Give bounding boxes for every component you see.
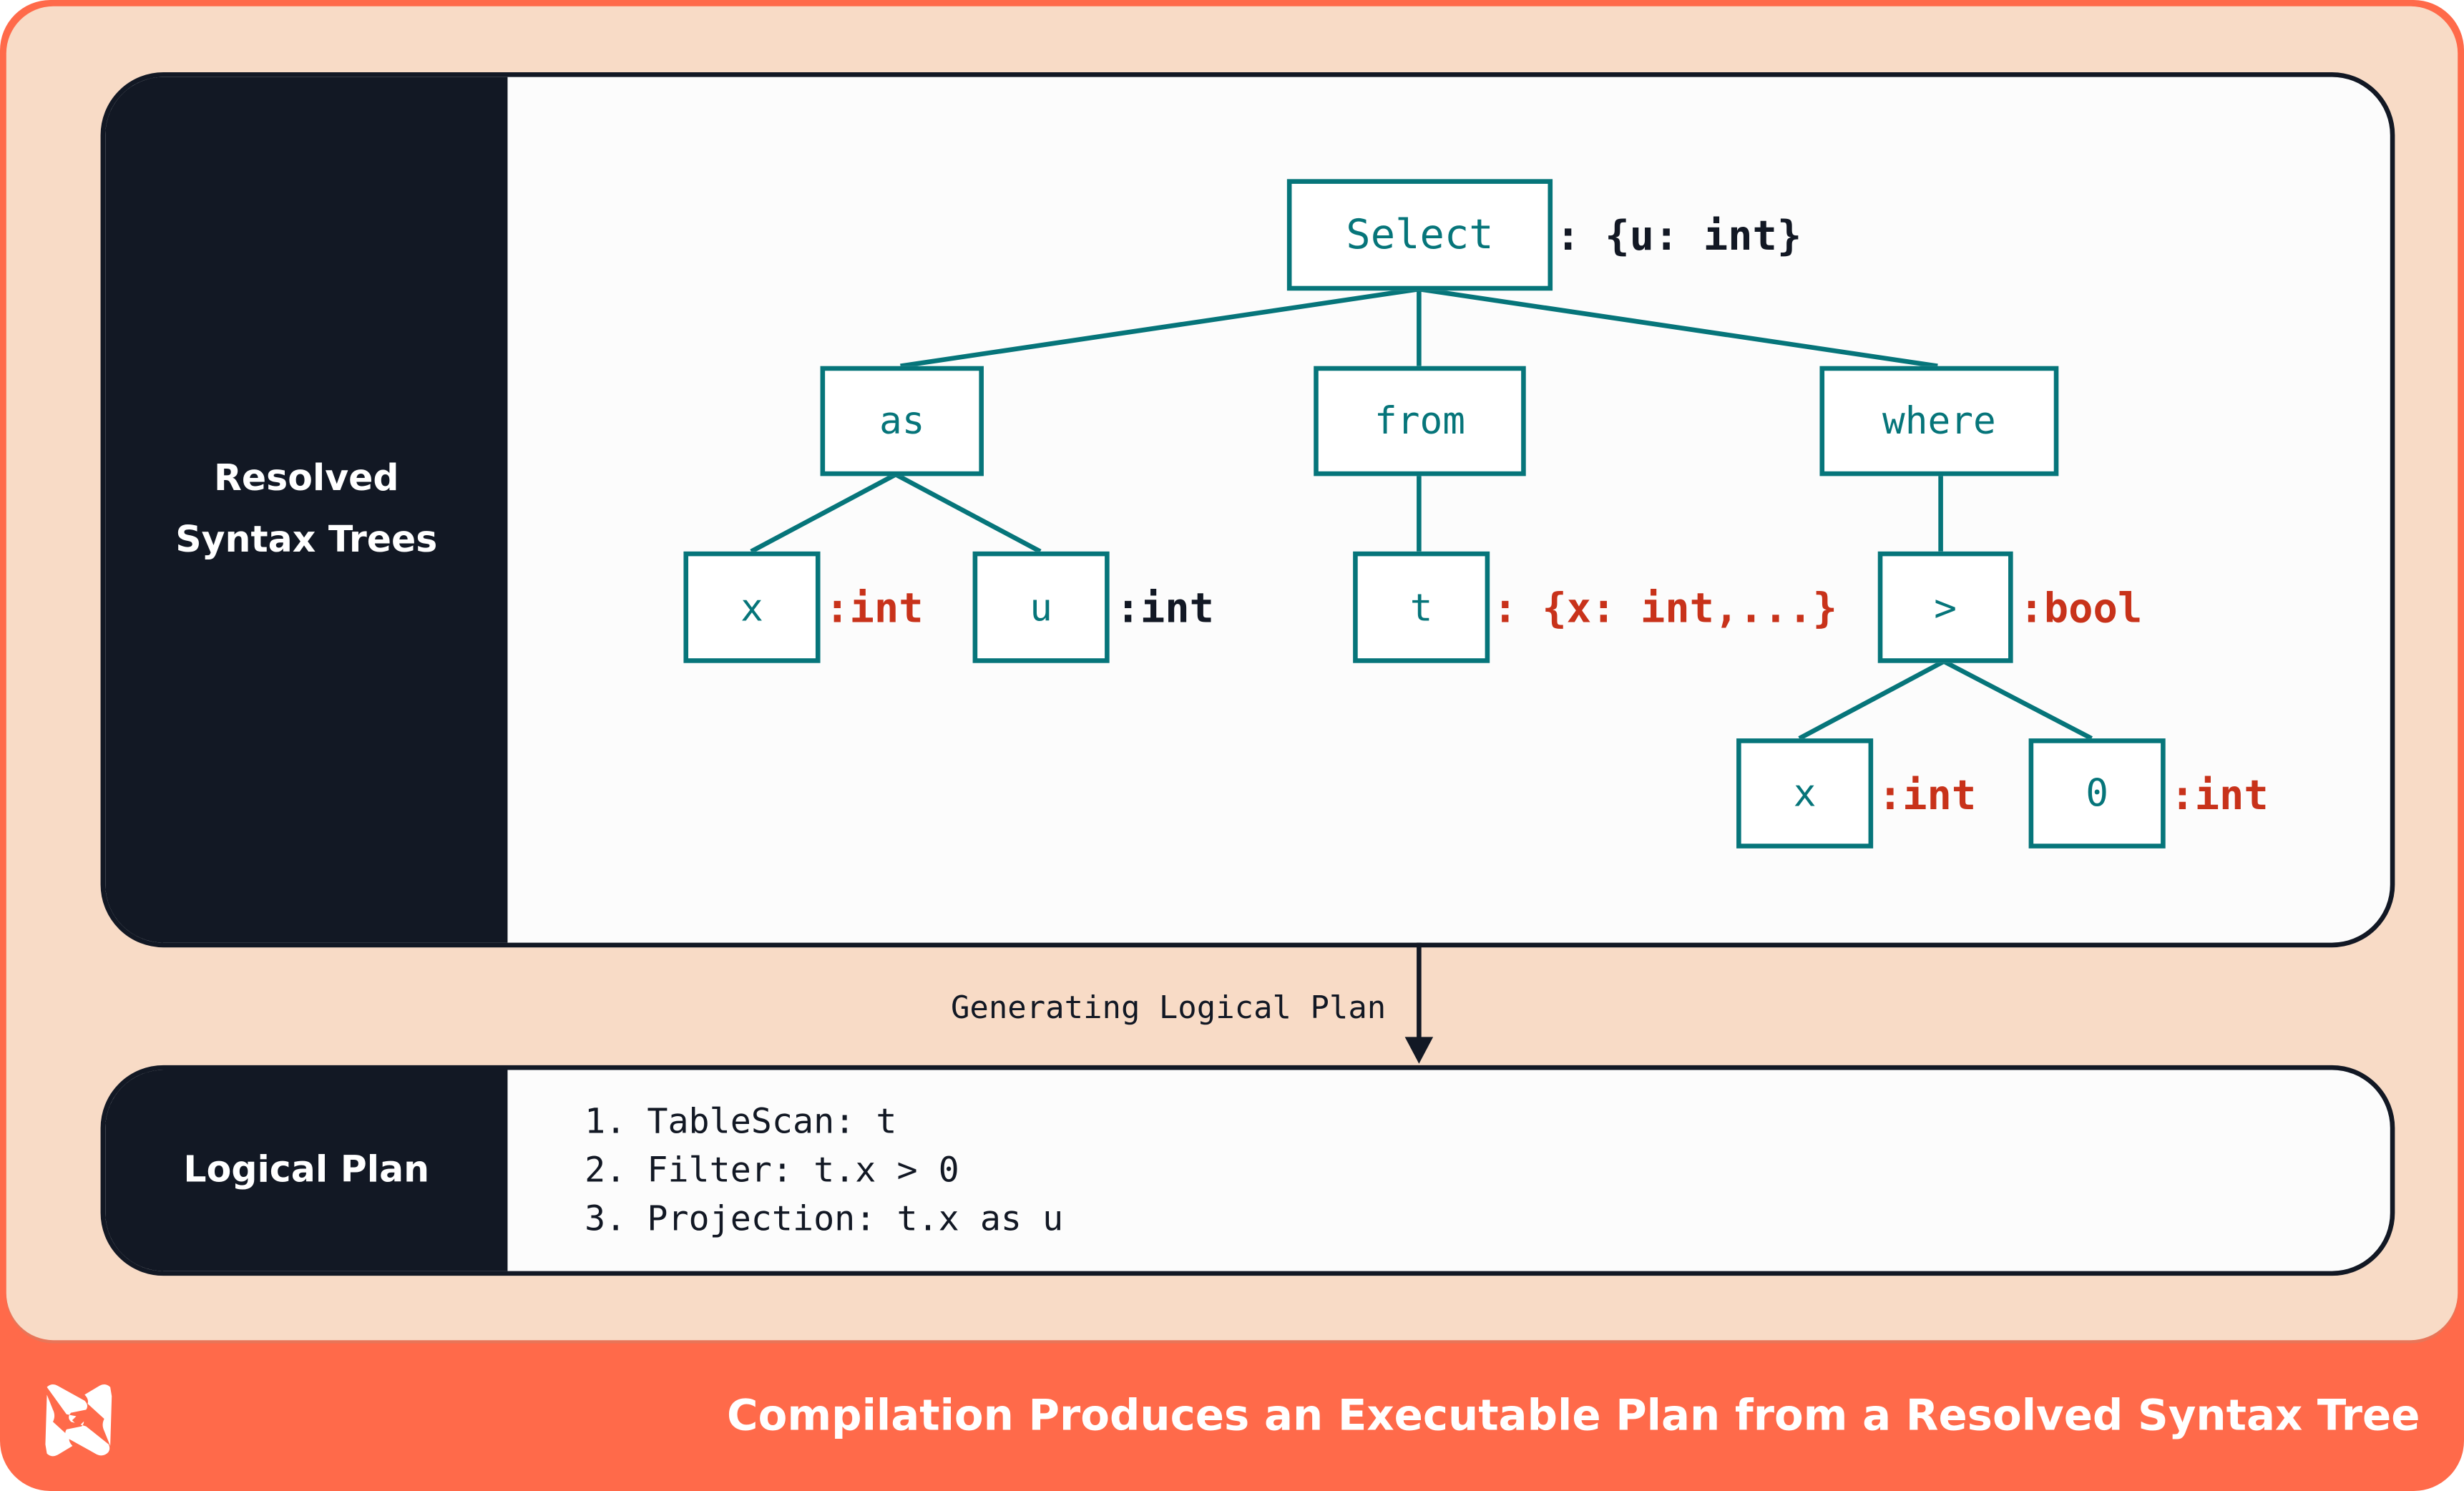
node-label: as: [879, 399, 925, 444]
node-x: x: [683, 551, 821, 663]
plan-step: 2. Filter: t.x > 0: [585, 1151, 959, 1191]
node-u: u: [972, 551, 1110, 663]
panel-label: Logical Plan: [105, 1070, 508, 1271]
node-label: where: [1882, 399, 1996, 444]
node-greater-than: >: [1877, 551, 2013, 663]
plan-step: 3. Projection: t.x as u: [585, 1200, 1064, 1240]
plan-step: 1. TableScan: t: [585, 1103, 897, 1143]
type-select: : {u: int}: [1555, 213, 1802, 261]
logical-plan-panel: Logical Plan: [100, 1065, 2395, 1276]
type-u: :int: [1115, 586, 1215, 633]
edge-gt-zero: [1942, 659, 2093, 741]
node-label: >: [1934, 585, 1957, 630]
node-where: where: [1819, 366, 2059, 476]
type-x: :int: [825, 586, 924, 633]
edge-as-u: [894, 472, 1042, 554]
node-label: Select: [1346, 211, 1494, 259]
node-label: u: [1030, 585, 1052, 630]
node-select: Select: [1286, 179, 1553, 291]
node-label: t: [1409, 585, 1433, 630]
edge-select-as: [900, 286, 1419, 368]
type-t: : {x: int,...}: [1492, 586, 1837, 633]
edge-gt-x: [1798, 659, 1945, 741]
type-x-operand: :int: [1877, 773, 1977, 821]
edge-as-x: [750, 472, 897, 554]
node-t: t: [1353, 551, 1490, 663]
node-zero: 0: [2028, 738, 2166, 849]
node-as: as: [820, 366, 984, 476]
node-label: x: [1793, 771, 1817, 816]
node-from: from: [1314, 366, 1526, 476]
node-x-operand: x: [1736, 738, 1874, 849]
footer-title: Compilation Produces an Executable Plan …: [727, 1392, 2420, 1441]
node-label: from: [1374, 399, 1465, 444]
type-zero: :int: [2170, 773, 2269, 821]
edge-select-where: [1418, 286, 1938, 368]
type-greater-than: :bool: [2019, 586, 2143, 633]
node-label: x: [740, 585, 763, 630]
arrow-label: Generating Logical Plan: [950, 988, 1387, 1026]
node-label: 0: [2086, 771, 2108, 816]
dbt-logo-icon: [45, 1384, 112, 1457]
label-line: Syntax Trees: [175, 519, 438, 560]
arrow-head-icon: [1404, 1037, 1434, 1064]
label-line: Resolved: [213, 458, 399, 499]
